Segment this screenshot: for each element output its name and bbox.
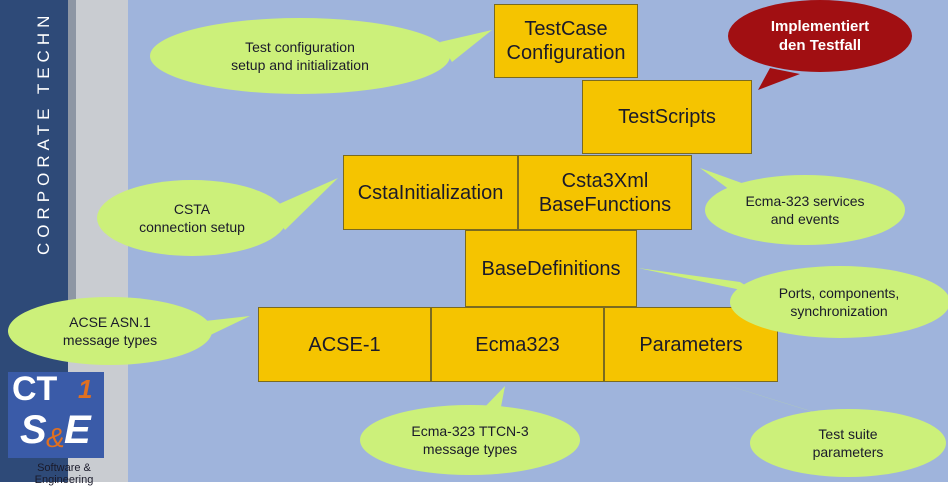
logo-one-text: 1 [78, 374, 93, 404]
box-csta3xml-basefunctions: Csta3Xml BaseFunctions [518, 155, 692, 230]
callout-ttcn-line1: Ecma-323 TTCN-3 [411, 422, 529, 439]
callout-implementiert-line1: Implementiert [770, 17, 870, 35]
callout-ecma-services: Ecma-323 services and events [705, 175, 905, 245]
callout-acse-asn-line2: message types [62, 332, 158, 348]
box-basedefinitions: BaseDefinitions [465, 230, 637, 307]
box-ecma-label: Ecma323 [475, 333, 560, 356]
callout-testconfig-shape [150, 18, 492, 94]
callout-csta-line1: CSTA [173, 200, 211, 217]
callout-ttcn: Ecma-323 TTCN-3 message types [360, 405, 580, 475]
logo-amp-text: & [46, 422, 65, 453]
box-acse-label: ACSE-1 [308, 333, 381, 356]
callout-testconfig-line2: setup and initialization [231, 57, 369, 73]
callout-implementiert: Implementiert den Testfall [728, 0, 912, 72]
callout-ports: Ports, components, synchronization [730, 266, 948, 338]
logo-e-text: E [64, 408, 91, 452]
callout-ecma-services-shape [700, 168, 905, 245]
box-testcase-line1: TestCase [524, 18, 608, 40]
box-testcase-configuration: TestCase Configuration [494, 4, 638, 78]
callout-csta-line2: connection setup [139, 219, 245, 235]
callout-ports-line2: synchronization [790, 303, 888, 319]
box-csta3xml-line1: Csta3Xml [561, 169, 649, 192]
logo-caption: Software & Engineering [0, 462, 128, 486]
box-cstainit-label: CstaInitialization [357, 181, 504, 204]
callout-acse-asn-line1: ACSE ASN.1 [69, 313, 151, 330]
box-csta3xml-line2: BaseFunctions [538, 193, 672, 216]
box-testscripts: TestScripts [582, 80, 752, 154]
callout-acse-asn-shape [8, 297, 250, 365]
caption-line2: Engineering [34, 474, 94, 486]
box-cstainitialization: CstaInitialization [343, 155, 518, 230]
callout-suite-line1: Test suite [818, 425, 878, 442]
callout-implementiert-line2: den Testfall [778, 37, 862, 54]
box-basedefinitions-label: BaseDefinitions [481, 257, 621, 280]
callout-testconfig-line1: Test configuration [245, 38, 355, 55]
callout-implementiert-shape [728, 0, 912, 90]
callout-ttcn-shape [360, 386, 580, 475]
box-acse-1: ACSE-1 [258, 307, 431, 382]
ct-se-logo: CT 1 S & E [8, 370, 104, 458]
box-testscripts-label: TestScripts [618, 106, 716, 128]
box-parameters-label: Parameters [639, 333, 743, 356]
callout-suite-line2: parameters [812, 444, 884, 460]
callout-csta-shape [97, 178, 338, 256]
box-testcase-line2: Configuration [506, 42, 626, 64]
sidebar-shade [68, 0, 76, 300]
logo-s-text: S [20, 408, 47, 452]
callout-acse-asn: ACSE ASN.1 message types [8, 297, 212, 365]
callout-test-suite: Test suite parameters [750, 409, 946, 477]
logo-ct-text: CT [12, 370, 58, 408]
callout-ecma-services-line2: and events [770, 211, 840, 227]
box-ecma323: Ecma323 [431, 307, 604, 382]
callout-ports-shape [638, 266, 948, 338]
caption-line1: Software & [37, 462, 91, 474]
callout-ports-line1: Ports, components, [778, 284, 900, 301]
logo-background [8, 372, 104, 458]
callout-ttcn-line2: message types [422, 441, 518, 457]
callout-test-configuration: Test configuration setup and initializat… [150, 18, 450, 94]
callout-csta: CSTA connection setup [97, 180, 287, 256]
callout-suite-shape [710, 380, 946, 477]
callout-ecma-services-line1: Ecma-323 services [745, 192, 865, 209]
